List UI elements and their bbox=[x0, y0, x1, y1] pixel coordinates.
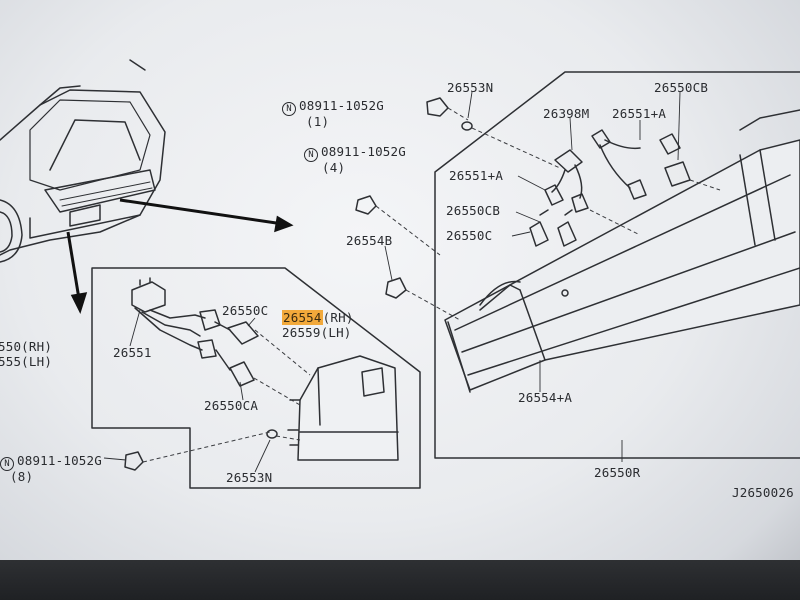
label-26398m: 26398M bbox=[543, 106, 590, 121]
label-26550ca: 26550CA bbox=[204, 398, 259, 413]
label-26550c-mid: 26550C bbox=[446, 228, 493, 243]
inset-frame bbox=[91, 267, 421, 489]
label-26554-rh: 26554(RH) bbox=[282, 310, 354, 325]
label-26550cb-top: 26550CB bbox=[654, 80, 709, 95]
nut-top bbox=[426, 97, 449, 117]
rh-suffix: (RH) bbox=[322, 310, 354, 325]
bolt2-code: 08911-1052G bbox=[321, 144, 406, 159]
label-left-rh: 550(RH) bbox=[0, 339, 53, 354]
label-26553n-top: 26553N bbox=[447, 80, 494, 95]
label-26551: 26551 bbox=[113, 345, 152, 360]
washer-top bbox=[461, 121, 473, 131]
inset-lamp bbox=[287, 355, 399, 461]
nut-n-icon: N bbox=[0, 457, 14, 471]
highlighted-part-number: 26554 bbox=[282, 310, 323, 325]
bolt1-qty: (1) bbox=[306, 114, 330, 129]
car-illustration bbox=[0, 59, 166, 263]
label-26550r: 26550R bbox=[594, 465, 641, 480]
label-26550cb-mid: 26550CB bbox=[446, 203, 501, 218]
bolt2-qty: (4) bbox=[322, 160, 346, 175]
label-26554b: 26554B bbox=[346, 233, 393, 248]
nut-26554b bbox=[385, 277, 407, 299]
nut-inset bbox=[124, 451, 144, 471]
main-frame bbox=[434, 71, 800, 459]
bolt1-code: 08911-1052G bbox=[299, 98, 384, 113]
bolt3-code: 08911-1052G bbox=[17, 453, 102, 468]
label-26551a-top: 26551+A bbox=[612, 106, 667, 121]
diagram-code: J2650026 bbox=[732, 485, 794, 500]
label-26550c-inset: 26550C bbox=[222, 303, 269, 318]
label-left-lh: 555(LH) bbox=[0, 354, 53, 369]
label-26559-lh: 26559(LH) bbox=[282, 325, 352, 340]
washer-inset bbox=[266, 429, 278, 439]
nut-mid bbox=[355, 195, 377, 215]
nut-n-icon: N bbox=[304, 148, 318, 162]
bolt3-qty: (8) bbox=[10, 469, 34, 484]
main-harness bbox=[529, 129, 691, 247]
label-26553n-bottom: 26553N bbox=[226, 470, 273, 485]
combination-lamp-assembly bbox=[444, 139, 800, 393]
monitor-bezel bbox=[0, 560, 800, 600]
nut-n-icon: N bbox=[282, 102, 296, 116]
label-26551a-mid: 26551+A bbox=[449, 168, 504, 183]
label-26554a: 26554+A bbox=[518, 390, 573, 405]
inset-harness bbox=[131, 277, 259, 387]
